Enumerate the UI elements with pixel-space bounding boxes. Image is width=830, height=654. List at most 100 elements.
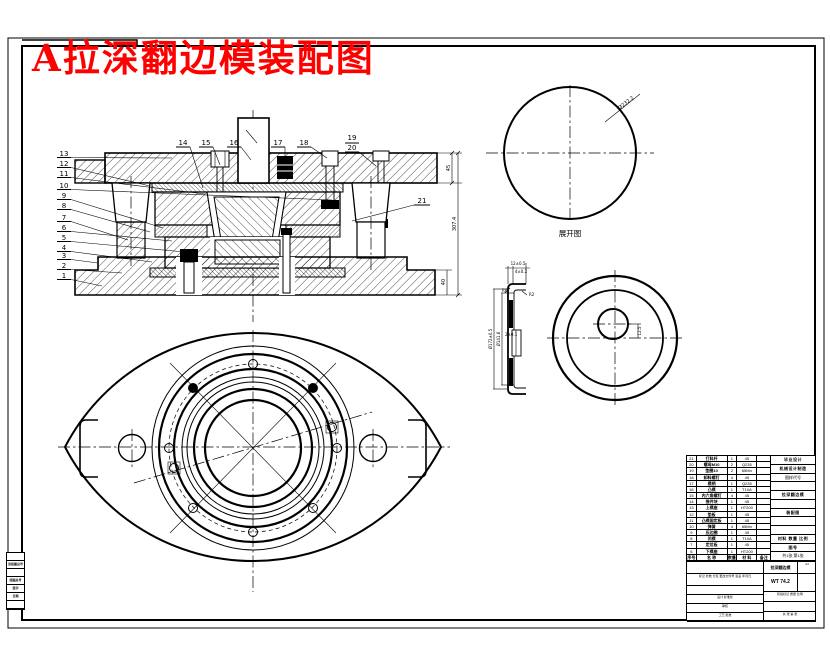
assembly-section-view: 13 12 11 10 9 8 7 6 5 4 3 [57, 110, 462, 322]
part-number: 9 [62, 192, 66, 200]
bom-cell: 1 [728, 530, 738, 536]
bom-cell: 17 [687, 480, 697, 486]
bom-cell: 45 [737, 511, 758, 517]
dimension-label: 40 [441, 279, 447, 285]
bom-cell: 11 [687, 517, 697, 523]
revision-header-cell: 标记 处数 分区 更改文件号 签名 年月日 [687, 574, 764, 586]
blank-diameter-label: Ø232.2 [617, 94, 636, 111]
dimension-label: Ø172±0.5 [488, 328, 493, 349]
part-number: 20 [348, 144, 357, 152]
bom-cell: Q235 [737, 480, 758, 486]
title-block-info-row: 机械设计制造 [771, 465, 815, 474]
bolt-holes [164, 359, 342, 537]
bom-cell: 推件块 [697, 499, 728, 505]
title-block-info-row [771, 517, 815, 526]
bom-cell [757, 524, 770, 529]
sheet-frame [7, 37, 825, 629]
bom-cell: 21 [687, 456, 697, 462]
bom-cell: 45 [737, 493, 758, 499]
bom-cell: 9 [687, 530, 697, 536]
title-block-info-row [771, 526, 815, 535]
part-number: 1 [62, 272, 66, 280]
part-number-callouts-top: 14 15 16 17 18 19 20 [176, 134, 377, 189]
bom-cell: 45 [737, 542, 758, 548]
title-block-info-row: 材料 数量 比例 [771, 535, 815, 544]
weight-stamp-cell: WT 74.2 [764, 574, 798, 592]
part-number: 16 [230, 139, 239, 147]
bom-cell: 1 [728, 517, 738, 523]
dimension-label: Ø141.6 [496, 331, 501, 346]
bom-cell [757, 487, 770, 492]
part-name-cell: 拉深翻边模 [764, 562, 798, 574]
title-block-cell [764, 602, 816, 612]
bom-cell: 螺母M10 [697, 462, 728, 468]
part-number: 3 [62, 252, 66, 260]
sheet-count-cell: 共 张 第 张 [764, 612, 816, 622]
bom-cell [757, 493, 770, 498]
bom-cell: 4 [728, 493, 738, 499]
bom-cell: 弹簧 [697, 523, 728, 530]
bom-cell: T10A [737, 536, 758, 542]
title-block-info-row: 拉深翻边模 [771, 491, 815, 500]
bom-cell: 凹模 [697, 536, 728, 542]
bom-cell: 65Mn [737, 523, 758, 530]
bom-cell: 数量 [727, 554, 738, 560]
bom-cell: 定位板 [697, 542, 728, 548]
bom-cell: 1 [728, 548, 738, 554]
bom-cell: 45 [737, 456, 758, 462]
bom-cell [757, 536, 770, 541]
signature-cell: 设计 标准化 [687, 595, 764, 604]
title-block-info-row [771, 500, 815, 509]
bom-cell: 4 [728, 523, 738, 530]
bom-cell: 材 料 [737, 554, 758, 560]
signature-cell: 审核 [687, 604, 764, 613]
dimension-label: 12.5 [637, 326, 642, 335]
title-block-cell [798, 574, 816, 592]
title-block-info-row: 共1张 第1张 [771, 552, 815, 561]
bom-cell: 45 [737, 530, 758, 536]
bom-cell: T10A [737, 486, 758, 493]
bom-cell [757, 468, 770, 473]
part-number: 10 [60, 182, 69, 190]
bom-cell: 15 [687, 493, 697, 499]
bom-cell: 1 [728, 505, 738, 511]
blank-development-view: Ø232.2 展开图 [486, 85, 654, 238]
bom-cell: 45 [737, 517, 758, 523]
bom-cell: 10 [687, 523, 697, 530]
bom-cell: HT200 [737, 548, 758, 554]
bom-cell: 垫圈10 [697, 468, 728, 474]
bom-cell [757, 530, 770, 535]
bom-cell: HT200 [737, 505, 758, 511]
bom-cell [757, 518, 770, 523]
part-number: 19 [348, 134, 357, 142]
dimension-label: R8 [502, 288, 508, 293]
corner-table-row [7, 569, 24, 577]
part-detail-view: 12±0.5 4±0.2 R8 R2 Ø172±0.5 Ø141.6 2±0.1 [488, 261, 683, 406]
bom-cell: 模柄 [697, 480, 728, 486]
part-number: 13 [60, 150, 69, 158]
bom-cell: Q235 [737, 462, 758, 468]
corner-table-row: 底图总号 [7, 577, 24, 585]
part-number: 12 [60, 160, 69, 168]
dimension-label: R2 [529, 292, 535, 297]
bom-cell: 7 [687, 542, 697, 548]
plan-view [58, 330, 450, 592]
title-block-info-row: 装配图 [771, 509, 815, 518]
corner-table-row: 旧底图总号 [7, 561, 24, 569]
part-number: 17 [274, 139, 283, 147]
stage-mark-cell: 阶段标记 质量 比例 [764, 592, 816, 602]
bom-cell: 65Mn [737, 468, 758, 474]
bom-cell: 20 [687, 462, 697, 468]
corner-table-row [7, 601, 24, 609]
